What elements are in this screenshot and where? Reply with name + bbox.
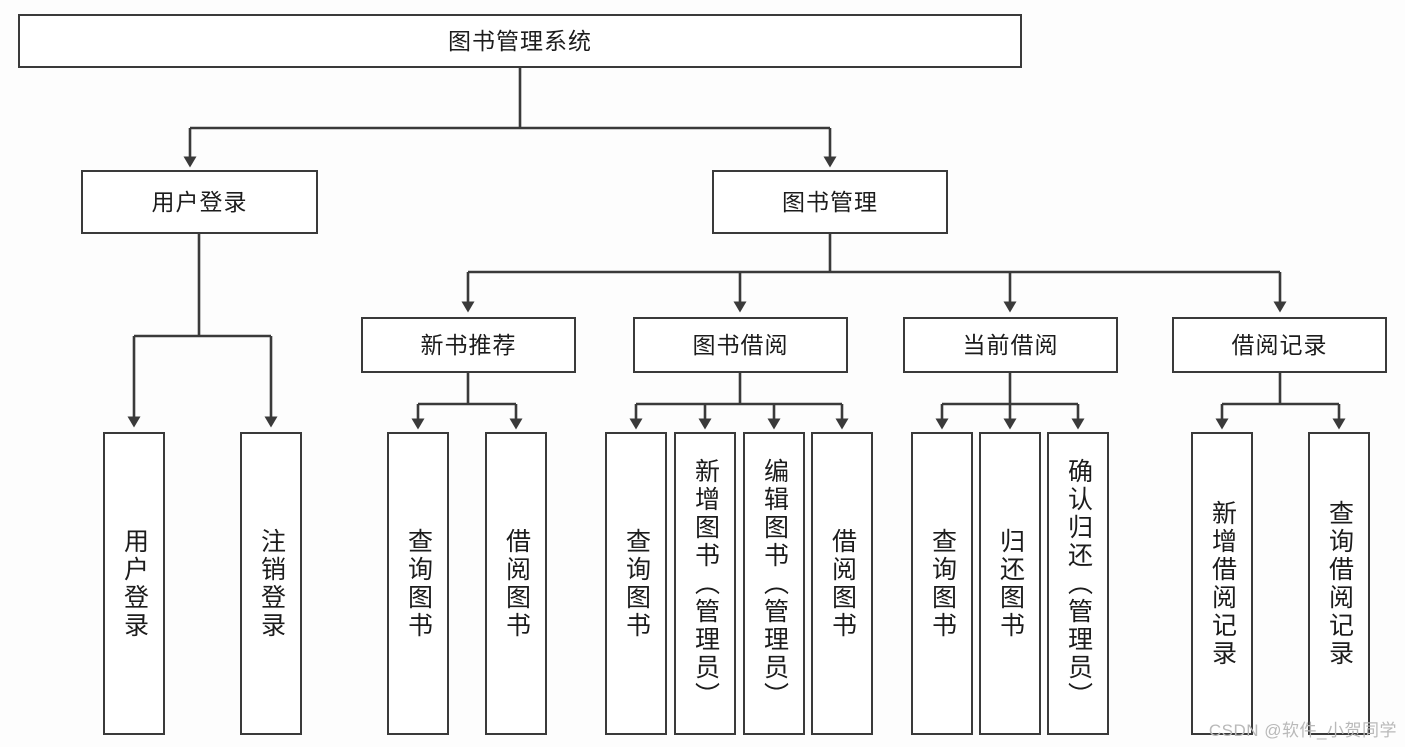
- node-user-login[interactable]: 用户登录: [81, 170, 318, 234]
- node-current-borrow-label: 当前借阅: [962, 331, 1059, 358]
- leaf-edit-book-admin[interactable]: 编辑图书（管理员）: [743, 432, 805, 735]
- watermark: CSDN @软件_小贺同学: [1208, 721, 1397, 740]
- leaf-borrow-book-recommend-label: 借阅图书: [502, 527, 531, 640]
- node-current-borrow[interactable]: 当前借阅: [903, 317, 1118, 373]
- node-new-book-recommend-label: 新书推荐: [420, 331, 517, 358]
- node-user-login-label: 用户登录: [151, 188, 248, 215]
- leaf-borrow-book[interactable]: 借阅图书: [811, 432, 873, 735]
- leaf-query-book-current-label: 查询图书: [928, 527, 957, 640]
- node-book-borrow-label: 图书借阅: [692, 331, 789, 358]
- leaf-edit-book-admin-label: 编辑图书（管理员）: [760, 457, 789, 710]
- node-borrow-records[interactable]: 借阅记录: [1172, 317, 1387, 373]
- leaf-query-book-borrow[interactable]: 查询图书: [605, 432, 667, 735]
- leaf-borrow-book-label: 借阅图书: [828, 527, 857, 640]
- node-root[interactable]: 图书管理系统: [18, 14, 1022, 68]
- node-book-borrow[interactable]: 图书借阅: [633, 317, 848, 373]
- leaf-query-book-recommend[interactable]: 查询图书: [387, 432, 449, 735]
- leaf-borrow-book-recommend[interactable]: 借阅图书: [485, 432, 547, 735]
- leaf-query-borrow-record[interactable]: 查询借阅记录: [1308, 432, 1370, 735]
- node-new-book-recommend[interactable]: 新书推荐: [361, 317, 576, 373]
- leaf-add-book-admin-label: 新增图书（管理员）: [691, 457, 720, 710]
- node-borrow-records-label: 借阅记录: [1231, 331, 1328, 358]
- leaf-add-borrow-record[interactable]: 新增借阅记录: [1191, 432, 1253, 735]
- node-book-management[interactable]: 图书管理: [712, 170, 948, 234]
- leaf-confirm-return-admin-label: 确认归还（管理员）: [1064, 457, 1093, 710]
- leaf-return-book[interactable]: 归还图书: [979, 432, 1041, 735]
- leaf-user-login-label: 用户登录: [120, 527, 149, 640]
- node-root-label: 图书管理系统: [448, 27, 592, 54]
- leaf-add-book-admin[interactable]: 新增图书（管理员）: [674, 432, 736, 735]
- leaf-confirm-return-admin[interactable]: 确认归还（管理员）: [1047, 432, 1109, 735]
- leaf-user-login[interactable]: 用户登录: [103, 432, 165, 735]
- leaf-query-book-current[interactable]: 查询图书: [911, 432, 973, 735]
- leaf-query-book-recommend-label: 查询图书: [404, 527, 433, 640]
- leaf-query-book-borrow-label: 查询图书: [622, 527, 651, 640]
- leaf-query-borrow-record-label: 查询借阅记录: [1325, 499, 1354, 668]
- leaf-add-borrow-record-label: 新增借阅记录: [1208, 499, 1237, 668]
- leaf-logout[interactable]: 注销登录: [240, 432, 302, 735]
- leaf-return-book-label: 归还图书: [996, 527, 1025, 640]
- leaf-logout-label: 注销登录: [257, 527, 286, 640]
- node-book-management-label: 图书管理: [782, 188, 878, 215]
